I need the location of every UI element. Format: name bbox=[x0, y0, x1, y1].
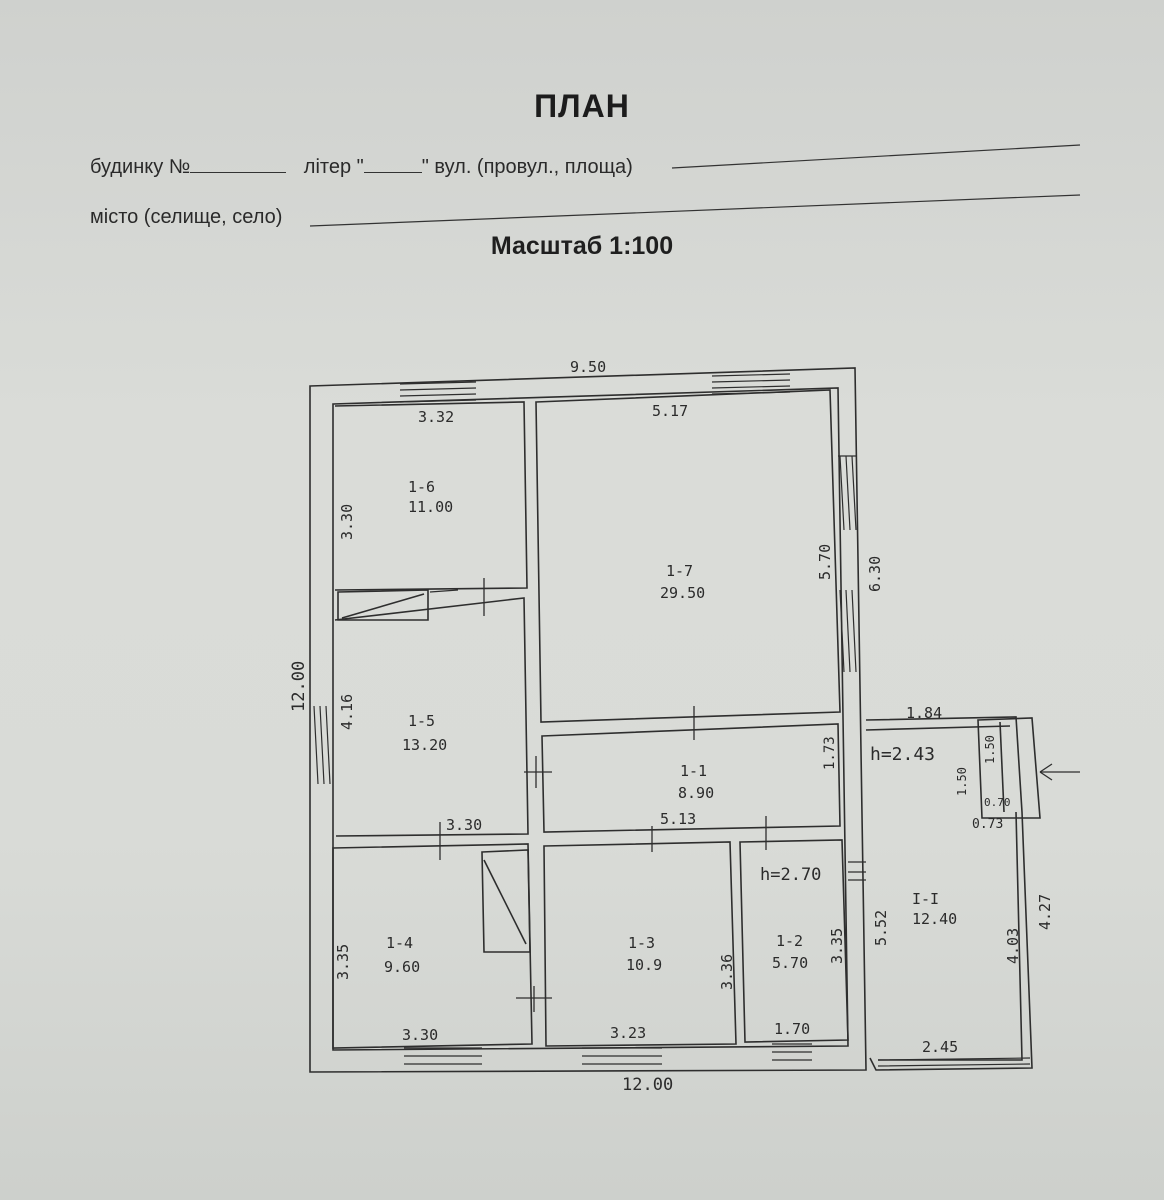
room-1-I-area: 12.40 bbox=[912, 910, 957, 928]
room-1-5-outline bbox=[334, 597, 529, 837]
dim-1-2-bottom: 1.70 bbox=[774, 1020, 810, 1038]
dim-1-4-bottom: 3.30 bbox=[402, 1026, 438, 1044]
vestibule-outline bbox=[977, 717, 1041, 819]
room-1-4-outline bbox=[332, 843, 533, 1049]
room-1-5-area: 13.20 bbox=[402, 736, 447, 754]
stair-diagonal bbox=[341, 593, 425, 619]
door-1-4-1-3 bbox=[516, 986, 552, 1012]
window-right-upper bbox=[838, 455, 857, 531]
room-1-2-id: 1-2 bbox=[776, 932, 803, 950]
dim-vestibule-right: 1.50 bbox=[983, 735, 997, 764]
dim-1-6-width: 3.32 bbox=[418, 408, 454, 426]
window-bottom-1 bbox=[404, 1047, 482, 1065]
street-blank-line bbox=[671, 144, 1081, 169]
room-1-2-area: 5.70 bbox=[772, 954, 808, 972]
door-1-6 bbox=[429, 578, 485, 616]
room-1-1-area: 8.90 bbox=[678, 784, 714, 802]
room-1-3-area: 10.9 bbox=[626, 956, 662, 974]
entrance-arrow-head bbox=[1039, 763, 1053, 781]
city-line: місто (селище, село) bbox=[90, 206, 282, 229]
street-label: " вул. (провул., площа) bbox=[421, 156, 633, 178]
outer-wall-outline bbox=[309, 367, 867, 1073]
room-1-1-outline bbox=[541, 723, 841, 833]
dim-1-2-height: 3.35 bbox=[828, 928, 846, 964]
room-1-5-id: 1-5 bbox=[408, 712, 435, 730]
room-1-1-id: 1-1 bbox=[680, 762, 707, 780]
porch-top-inner bbox=[865, 725, 1011, 731]
room-1-7-area: 29.50 bbox=[660, 584, 705, 602]
room-1-6-area: 11.00 bbox=[408, 498, 453, 516]
room-1-3-outline bbox=[543, 841, 737, 1047]
room-1-I-id: I-I bbox=[912, 890, 939, 908]
dim-top-overall: 9.50 bbox=[570, 358, 606, 376]
window-1-2-side bbox=[848, 861, 866, 881]
door-1-5 bbox=[524, 756, 552, 788]
porch-outline bbox=[865, 716, 1033, 1071]
doors bbox=[429, 578, 1080, 1012]
dim-porch-bottom: 2.45 bbox=[922, 1038, 958, 1056]
room-1-4-id: 1-4 bbox=[386, 934, 413, 952]
window-top-right bbox=[711, 373, 791, 395]
window-bottom-3 bbox=[772, 1043, 812, 1061]
dim-1-4-height: 3.35 bbox=[334, 944, 352, 980]
dim-porch-right-inner: 4.03 bbox=[1004, 928, 1022, 964]
dim-1-3-height: 3.36 bbox=[718, 954, 736, 990]
closet-diagonal bbox=[483, 859, 527, 945]
house-number-label: будинку № bbox=[90, 156, 191, 178]
dim-porch-right-outer: 4.27 bbox=[1036, 894, 1054, 930]
dim-left-overall: 12.00 bbox=[289, 661, 309, 712]
height-main: h=2.70 bbox=[760, 865, 821, 885]
dim-1-3-bottom: 3.23 bbox=[610, 1024, 646, 1042]
dim-1-1-height: 1.73 bbox=[822, 736, 838, 770]
vestibule-partition bbox=[999, 721, 1005, 813]
windows bbox=[313, 373, 1031, 1067]
house-number-blank bbox=[190, 158, 287, 173]
stair-box bbox=[337, 589, 429, 621]
room-1-7-outline bbox=[535, 389, 841, 723]
window-top-left bbox=[399, 381, 477, 403]
room-1-7-id: 1-7 bbox=[666, 562, 693, 580]
closet-box bbox=[481, 849, 531, 953]
inner-wall-outline bbox=[332, 387, 849, 1051]
dim-1-1-bottom: 5.13 bbox=[660, 810, 696, 828]
window-left bbox=[313, 705, 331, 785]
dim-right-upper: 6.30 bbox=[866, 556, 884, 592]
dim-1-5-height: 4.16 bbox=[338, 694, 356, 730]
house-number-line: будинку № літер " " вул. (провул., площа) bbox=[90, 156, 633, 179]
letter-label: літер " bbox=[303, 156, 364, 178]
page-title: ПЛАН bbox=[534, 88, 630, 124]
dim-bottom-overall: 12.00 bbox=[622, 1075, 673, 1095]
dim-porch-top: 1.84 bbox=[906, 704, 942, 722]
room-1-4-area: 9.60 bbox=[384, 958, 420, 976]
dim-1-7-width: 5.17 bbox=[652, 402, 688, 420]
city-label: місто (селище, село) bbox=[90, 206, 283, 228]
room-1-6-outline bbox=[334, 401, 528, 591]
room-1-6-id: 1-6 bbox=[408, 478, 435, 496]
porch-bottom-glazing bbox=[877, 1057, 1031, 1067]
city-blank-line bbox=[309, 194, 1081, 227]
dim-vestibule-inner: 0.70 bbox=[984, 796, 1011, 809]
window-right-lower bbox=[839, 589, 857, 673]
dim-vestibule-bottom: 0.73 bbox=[972, 817, 1003, 832]
porch-inner-wall bbox=[878, 811, 1023, 1061]
dim-vestibule-left: 1.50 bbox=[955, 767, 969, 796]
dim-1-7-height: 5.70 bbox=[816, 544, 834, 580]
window-bottom-2 bbox=[582, 1047, 662, 1065]
scale-label: Масштаб 1:100 bbox=[490, 232, 674, 260]
dim-1-5-bottom: 3.30 bbox=[446, 816, 482, 834]
plan-labels: 9.50 3.32 5.17 1-6 11.00 1-7 29.50 1-5 1… bbox=[289, 358, 1054, 1095]
letter-blank bbox=[363, 158, 422, 173]
dim-porch-left: 5.52 bbox=[872, 910, 890, 946]
room-1-3-id: 1-3 bbox=[628, 934, 655, 952]
height-porch: h=2.43 bbox=[870, 744, 935, 765]
dim-1-6-height: 3.30 bbox=[338, 504, 356, 540]
room-1-2-outline bbox=[739, 839, 849, 1043]
